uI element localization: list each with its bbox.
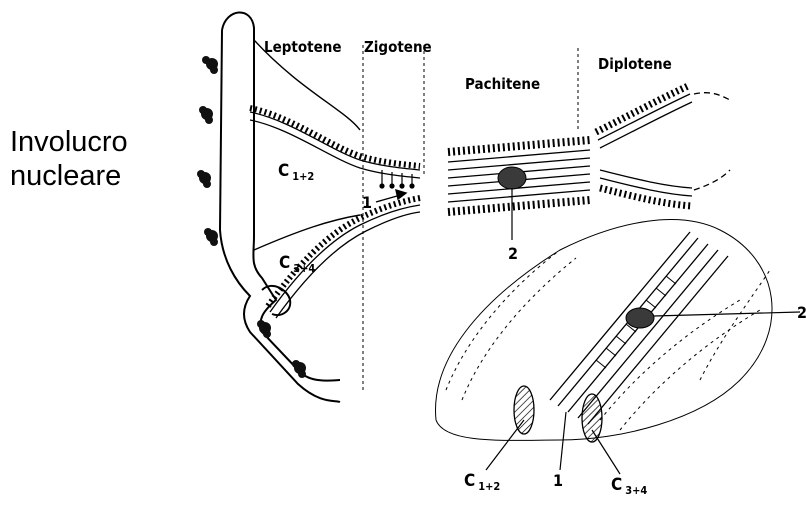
nuclear-envelope <box>220 12 360 402</box>
number-label-2-right: 2 <box>797 303 806 322</box>
recombination-nodule <box>498 167 526 189</box>
pointer-1-bottom <box>560 412 566 470</box>
number-label-2-center: 2 <box>508 244 518 263</box>
number-label-1-bottom: 1 <box>553 471 563 490</box>
diplotene-segment <box>596 86 730 206</box>
stage-dividers <box>363 45 578 390</box>
stage-label-zigotene: Zigotene <box>364 38 432 56</box>
pointer-c12-bottom <box>486 420 524 470</box>
number-label-1-left: 1 <box>362 193 372 212</box>
lateral-elements <box>380 170 414 188</box>
pointer-2-right <box>654 312 800 316</box>
chromosome-c12-leptotene <box>250 108 420 178</box>
synaptonemal-complex-3d <box>436 220 773 442</box>
stage-label-leptotene: Leptotene <box>264 38 342 56</box>
nuclear-pores <box>197 56 306 378</box>
stage-label-pachitene: Pachitene <box>465 75 540 93</box>
stage-label-diplotene: Diplotene <box>598 55 672 73</box>
arrow-1-left <box>376 190 406 202</box>
